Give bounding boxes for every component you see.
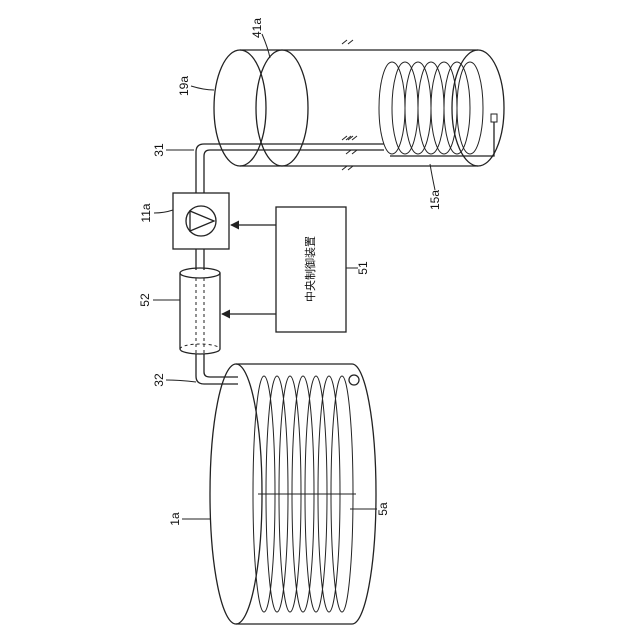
pipe-31 (196, 136, 384, 193)
label-32: 32 (152, 373, 166, 387)
upper-coil (379, 62, 497, 156)
label-19a: 19a (177, 76, 191, 96)
label-31: 31 (152, 143, 166, 157)
controller-text: 中央制御装置 (303, 236, 317, 302)
control-arrows (222, 225, 276, 314)
label-1a: 1a (168, 512, 182, 526)
label-5a: 5a (376, 502, 390, 516)
lower-coil (253, 375, 359, 612)
label-15a: 15a (428, 190, 442, 210)
leader-lines (153, 34, 435, 519)
label-52: 52 (138, 293, 152, 307)
label-51: 51 (356, 261, 370, 275)
sensor (180, 268, 220, 354)
pipe-32 (196, 354, 238, 384)
label-11a: 11a (139, 203, 153, 222)
pump (173, 193, 229, 249)
pipe-pump-sensor (196, 249, 204, 270)
label-41a: 41a (250, 18, 264, 38)
